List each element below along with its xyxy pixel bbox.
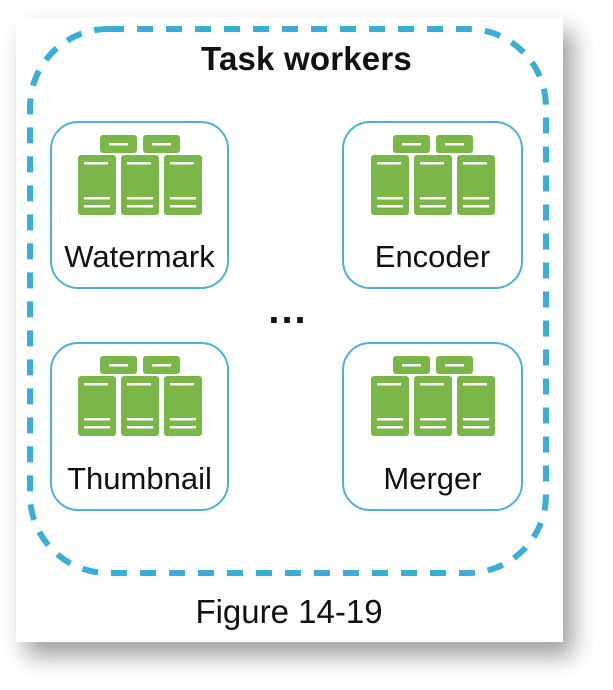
figure-caption: Figure 14-19: [195, 593, 383, 630]
worker-card-thumbnail: Thumbnail: [50, 342, 229, 511]
more-workers-ellipsis: ...: [268, 288, 308, 332]
server-cluster-icon: [77, 135, 202, 220]
server-cluster-icon: [370, 135, 495, 220]
worker-label: Merger: [383, 461, 482, 496]
worker-card-encoder: Encoder: [342, 121, 523, 289]
worker-card-merger: Merger: [342, 342, 523, 511]
worker-label: Thumbnail: [67, 461, 212, 496]
worker-label: Watermark: [64, 239, 215, 274]
server-cluster-icon: [77, 356, 202, 441]
worker-card-watermark: Watermark: [50, 121, 229, 289]
group-title: Task workers: [201, 40, 412, 77]
server-cluster-icon: [370, 356, 495, 441]
worker-label: Encoder: [374, 239, 491, 274]
